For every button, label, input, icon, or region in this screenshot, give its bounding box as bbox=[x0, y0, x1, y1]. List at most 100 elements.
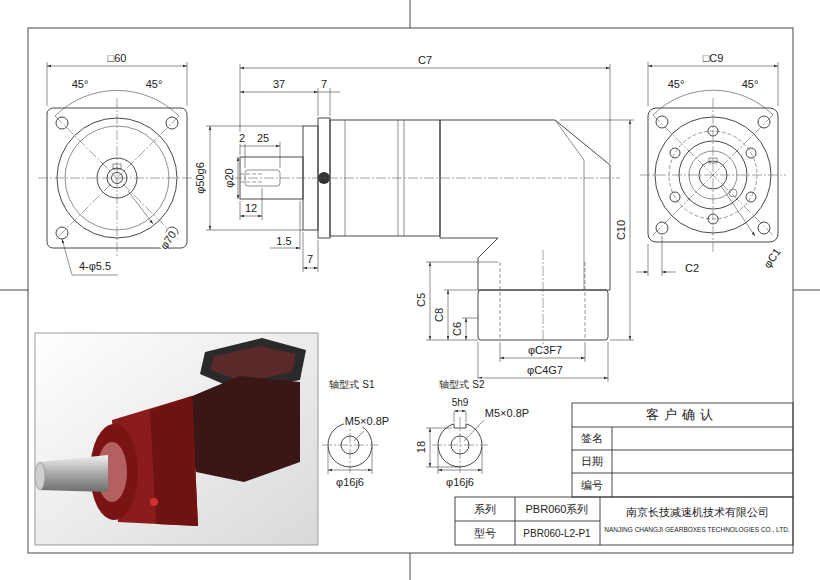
dimension-lines bbox=[636, 272, 648, 273]
dimension-text: C10 bbox=[615, 219, 627, 241]
title-block-heading: 客户确认 bbox=[645, 408, 720, 422]
dimension-lines bbox=[318, 92, 340, 93]
dimension-lines bbox=[47, 62, 187, 275]
dimension-lines bbox=[62, 239, 118, 275]
dimension-lines bbox=[448, 290, 449, 340]
dimension-lines bbox=[585, 342, 586, 362]
output-flange-view bbox=[653, 115, 773, 235]
shaft-section bbox=[460, 417, 461, 473]
dimension-lines bbox=[426, 340, 478, 341]
dimension-lines bbox=[206, 126, 303, 127]
title-block-cell: 系列 bbox=[473, 503, 497, 515]
dimension-lines bbox=[466, 318, 467, 340]
dimension-lines bbox=[240, 92, 318, 93]
drawing-frame bbox=[0, 290, 28, 291]
dimension-text: 45° bbox=[741, 78, 760, 90]
output-flange-view bbox=[758, 116, 770, 128]
shaft-section bbox=[430, 428, 431, 467]
product-photo bbox=[210, 346, 296, 382]
dimension-lines bbox=[303, 268, 318, 269]
company-name: 南京长技减速机技术有限公司 bbox=[625, 506, 770, 518]
output-flange-view bbox=[653, 90, 773, 115]
dimension-lines bbox=[426, 262, 498, 263]
input-flange-view bbox=[38, 90, 196, 258]
dimension-text: □60 bbox=[107, 52, 128, 64]
dimension-text: 7 bbox=[320, 78, 328, 90]
dimension-text: 45° bbox=[667, 78, 686, 90]
dimension-lines bbox=[240, 216, 262, 217]
dimension-lines bbox=[303, 232, 304, 272]
gearbox-side-view bbox=[232, 178, 620, 179]
shaft-section bbox=[426, 411, 488, 474]
dimension-text: 1.5 bbox=[275, 235, 292, 247]
dimension-lines bbox=[662, 236, 663, 276]
output-flange-view bbox=[656, 116, 668, 128]
input-flange-view bbox=[55, 116, 179, 240]
output-flange-view bbox=[656, 222, 668, 234]
gearbox-side-view bbox=[543, 250, 544, 345]
dimension-lines bbox=[500, 342, 501, 362]
dimension-text: 25 bbox=[256, 132, 270, 144]
dimension-text: 7 bbox=[306, 253, 314, 265]
dimension-text: M5×0.8P bbox=[344, 415, 390, 427]
dimension-text: φ16j6 bbox=[335, 476, 365, 488]
title-block bbox=[572, 427, 793, 428]
shaft-type-heading: 轴型式 S1 bbox=[328, 379, 375, 390]
dimension-lines bbox=[478, 342, 479, 382]
product-photo bbox=[150, 498, 158, 506]
output-flange-view bbox=[746, 192, 756, 202]
shaft-section bbox=[454, 411, 466, 412]
dimension-text: φ50g6 bbox=[194, 161, 206, 195]
shaft-section bbox=[354, 431, 364, 441]
output-flange-view bbox=[640, 90, 786, 252]
title-block-cell: PBR060系列 bbox=[525, 503, 590, 515]
dimension-text: 2 bbox=[238, 132, 246, 144]
dimension-lines bbox=[608, 342, 609, 382]
dimension-lines bbox=[270, 248, 300, 249]
dimension-lines bbox=[206, 230, 303, 231]
title-block bbox=[572, 403, 793, 497]
dimension-lines bbox=[610, 64, 611, 163]
dimension-text: φ16j6 bbox=[445, 476, 475, 488]
dimension-lines bbox=[240, 68, 610, 69]
gearbox-side-view bbox=[555, 120, 584, 290]
title-block-cell: PBR060-L2-P1 bbox=[522, 528, 591, 539]
company-name: NANJING CHANGJI GEARBOXES TECHNOLOGIES C… bbox=[603, 526, 790, 533]
dimension-lines bbox=[648, 62, 649, 106]
product-photo bbox=[35, 462, 45, 490]
output-flange-view bbox=[758, 222, 770, 234]
title-block bbox=[455, 521, 600, 522]
product-photo bbox=[40, 455, 108, 492]
dimension-text: C7 bbox=[417, 54, 433, 66]
title-block bbox=[572, 473, 793, 474]
dimension-lines bbox=[662, 272, 676, 273]
output-flange-view bbox=[670, 148, 680, 158]
dimension-lines bbox=[262, 188, 263, 220]
dimension-lines bbox=[636, 62, 778, 276]
gearbox-side-view bbox=[240, 174, 262, 175]
title-block bbox=[572, 450, 793, 451]
dimension-lines bbox=[778, 62, 779, 106]
dimension-lines bbox=[462, 318, 478, 319]
output-flange-view bbox=[729, 189, 737, 197]
dimension-text: C8 bbox=[433, 307, 445, 323]
dimension-text: C6 bbox=[451, 321, 463, 337]
drawing-frame bbox=[793, 290, 820, 291]
shaft-section bbox=[466, 412, 467, 422]
gearbox-side-view bbox=[585, 262, 586, 340]
dimension-text: 45° bbox=[145, 78, 164, 90]
title-block-cell: 签名 bbox=[580, 432, 604, 444]
shaft-section bbox=[438, 470, 482, 471]
dimension-text: 4-φ5.5 bbox=[78, 260, 112, 272]
dimension-lines bbox=[560, 120, 634, 121]
dimension-lines bbox=[47, 66, 187, 67]
drawing-frame bbox=[28, 28, 793, 553]
dimension-lines bbox=[648, 66, 778, 67]
dimension-text: φ70 bbox=[157, 228, 179, 252]
shaft-section bbox=[426, 467, 460, 468]
dimension-text: C5 bbox=[415, 292, 427, 308]
product-photo bbox=[178, 376, 300, 482]
dimension-text: 37 bbox=[272, 78, 286, 90]
dimension-text: φC1 bbox=[760, 245, 783, 271]
